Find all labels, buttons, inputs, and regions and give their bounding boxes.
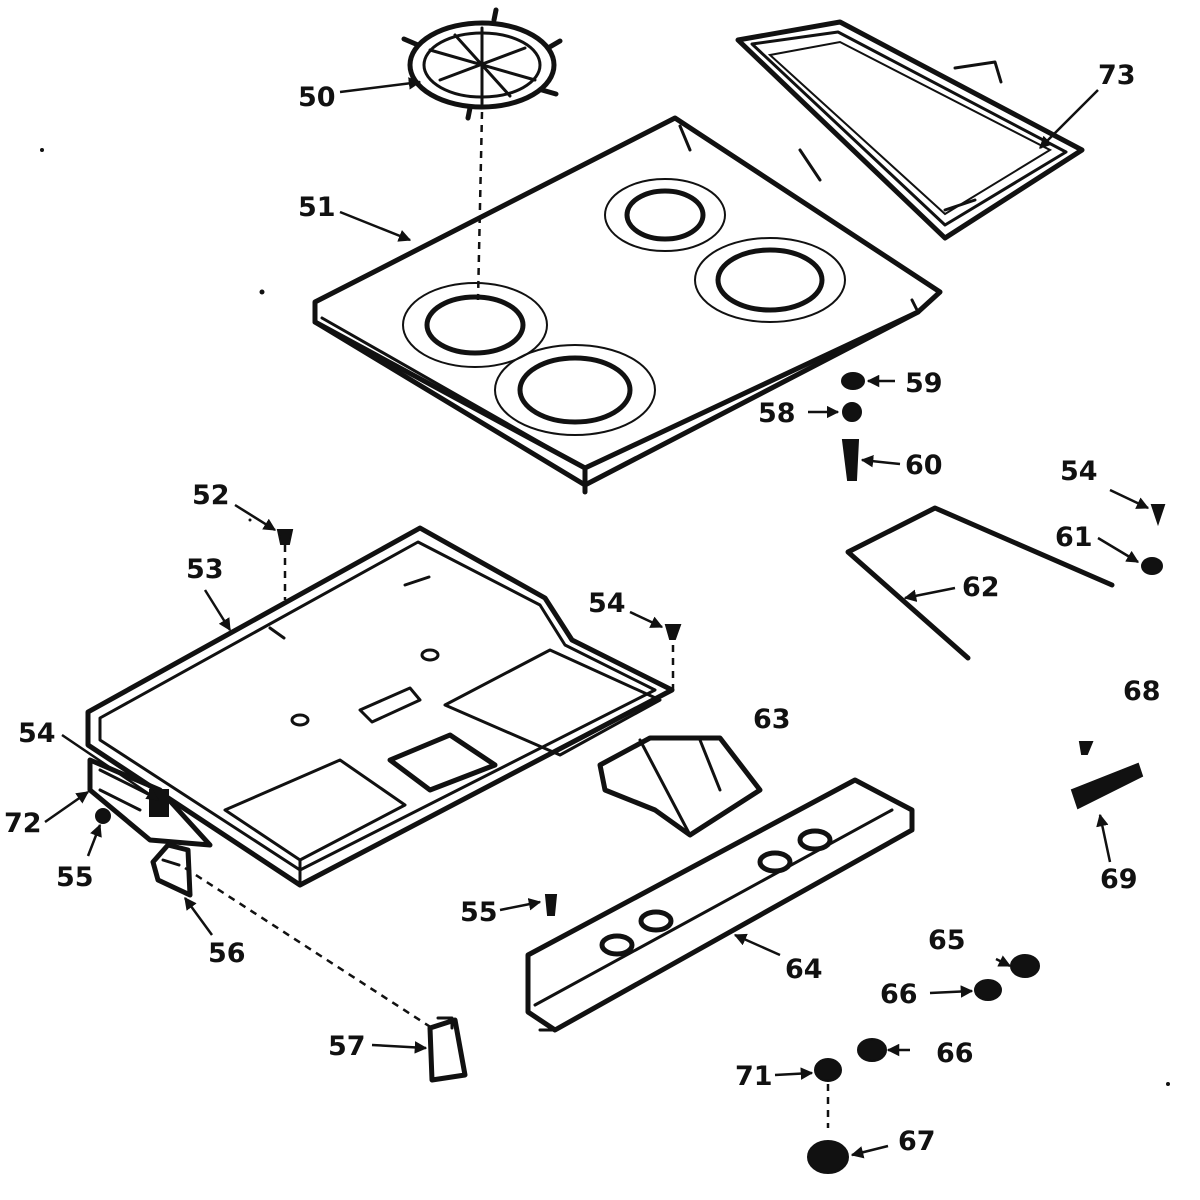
part-65-knob-insert [1010,954,1040,978]
part-66-spring-upper [974,979,1002,1001]
callout-62: 62 [962,572,1000,603]
callout-57: 57 [328,1031,366,1062]
callout-55-left: 55 [56,862,94,893]
part-59-grommet [841,372,865,390]
part-54-screw-right [1150,504,1166,527]
callout-63: 63 [753,704,791,735]
part-53-burner-box [85,518,675,888]
part-56-bracket [150,842,193,898]
callout-66-upper: 66 [880,979,918,1010]
callout-69: 69 [1100,864,1138,895]
callout-73: 73 [1098,60,1136,91]
part-66-spring-lower [857,1038,887,1062]
callout-51: 51 [298,192,336,223]
part-55-screw-left [95,808,111,824]
part-68-screw [1078,741,1094,755]
callout-54-left: 54 [18,718,56,749]
part-51-cooktop [312,115,943,495]
part-50-burner-grate [401,7,563,301]
part-55-screw-bottom [544,894,558,916]
callout-54-center: 54 [588,588,626,619]
part-52-screw [276,529,294,545]
callout-58: 58 [758,398,796,429]
callout-50: 50 [298,82,336,113]
callout-61: 61 [1055,522,1093,553]
part-71-bezel [814,1058,842,1128]
callout-53: 53 [186,554,224,585]
part-54-screw-center [664,624,682,690]
callout-72: 72 [4,808,42,839]
callout-55-bottom: 55 [460,897,498,928]
part-57-block [427,1016,468,1083]
callout-71: 71 [735,1061,773,1092]
part-69-igniter [1070,762,1144,810]
callout-60: 60 [905,450,943,481]
part-73-trim-frame [735,19,1085,241]
part-67-knob [807,1140,849,1174]
callout-59: 59 [905,368,943,399]
callout-66-lower: 66 [936,1038,974,1069]
part-64-manifold-panel [525,777,915,1033]
callout-64: 64 [785,954,823,985]
scan-specks [40,148,1170,1086]
part-60-spacer [841,439,860,481]
callout-65: 65 [928,925,966,956]
callout-56: 56 [208,938,246,969]
callout-52: 52 [192,480,230,511]
part-61-clip [1141,557,1163,575]
callout-67: 67 [898,1126,936,1157]
leader-lines [44,77,1150,1159]
part-58-nut [842,402,862,422]
callout-labels: 50 73 51 59 58 60 52 53 54 61 62 54 68 6… [4,60,1161,1157]
part-62-rod [845,505,1115,661]
callout-54-right: 54 [1060,456,1098,487]
part-63-shield [597,735,763,838]
callout-68: 68 [1123,676,1161,707]
